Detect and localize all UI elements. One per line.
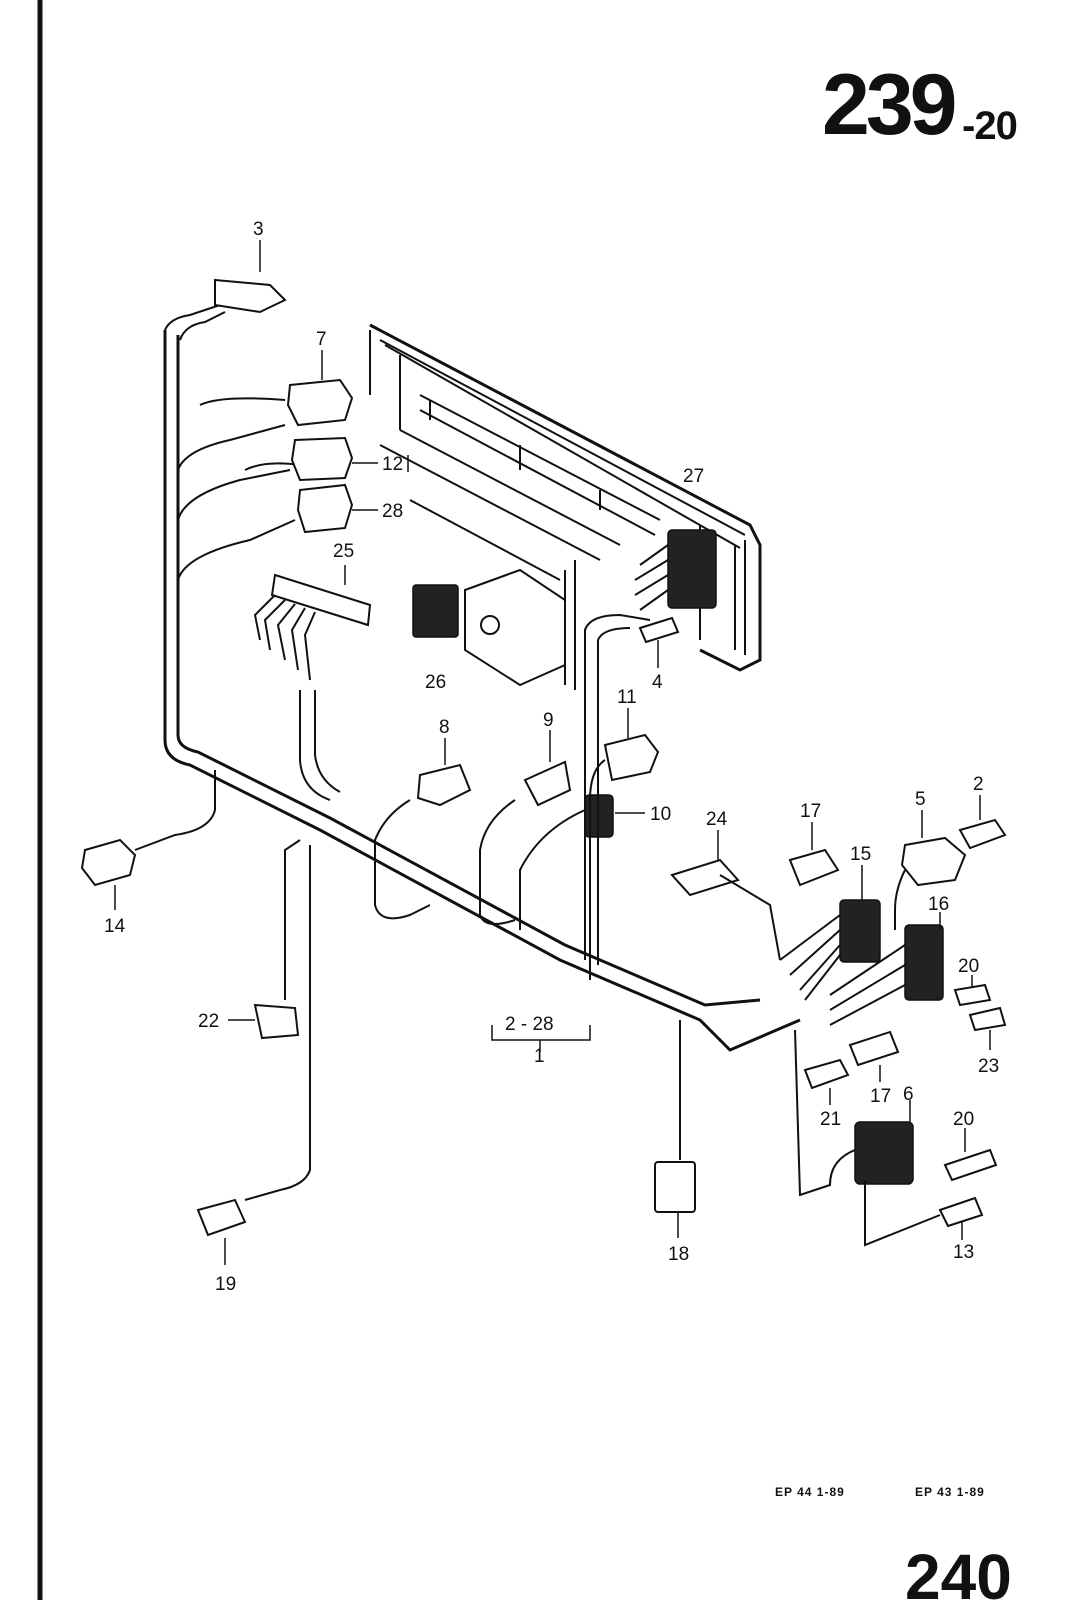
left-branches <box>177 397 341 801</box>
callout-22: 22 <box>198 1011 219 1032</box>
callout-9: 9 <box>543 710 554 731</box>
callout-20-top: 20 <box>958 956 979 977</box>
control-unit-26 <box>412 568 566 687</box>
callout-3: 3 <box>253 219 264 240</box>
corner-page-fragment: 240 <box>905 1541 1012 1613</box>
connector-16 <box>829 912 944 1026</box>
callout-range: 2 - 28 <box>505 1014 554 1035</box>
callout-20-bottom: 20 <box>953 1109 974 1130</box>
callout-19: 19 <box>215 1274 236 1295</box>
footer-code-ep44: EP 44 1-89 <box>775 1485 845 1499</box>
footer-code-ep43: EP 43 1-89 <box>915 1485 985 1499</box>
group-number: 239 <box>822 57 957 153</box>
callout-24: 24 <box>706 809 728 830</box>
callout-27: 27 <box>683 466 704 487</box>
callout-16: 16 <box>928 894 949 915</box>
connector-17-top <box>788 822 840 887</box>
connector-14 <box>80 770 216 910</box>
terminal-20-bottom <box>943 1128 998 1182</box>
callout-2: 2 <box>973 774 984 795</box>
terminal-21 <box>803 1058 850 1105</box>
connector-8 <box>374 738 472 920</box>
range-bracket <box>491 1025 591 1052</box>
connector-28 <box>296 483 378 534</box>
connector-12 <box>290 436 378 482</box>
callout-17-bottom: 17 <box>870 1086 891 1107</box>
callout-6: 6 <box>903 1084 914 1105</box>
callout-21: 21 <box>820 1109 841 1130</box>
connector-7 <box>286 350 354 427</box>
callout-5: 5 <box>915 789 926 810</box>
callout-11: 11 <box>617 687 637 708</box>
connector-6 <box>794 1029 914 1197</box>
callout-14: 14 <box>104 916 126 937</box>
callout-8: 8 <box>439 717 450 738</box>
callout-25: 25 <box>333 541 354 562</box>
terminal-23 <box>968 1006 1007 1050</box>
connector-15 <box>779 865 881 1001</box>
callout-10: 10 <box>650 804 671 825</box>
callout-12: 12 <box>382 454 403 475</box>
callout-26: 26 <box>425 672 446 693</box>
connector-18 <box>654 1020 696 1238</box>
callout-28: 28 <box>382 501 403 522</box>
callout-15: 15 <box>850 844 871 865</box>
connector-5 <box>894 810 967 930</box>
callout-1: 1 <box>534 1046 545 1067</box>
panel-branch <box>584 613 651 965</box>
callout-4: 4 <box>652 672 663 693</box>
connector-24 <box>670 830 781 961</box>
terminal-20-top <box>953 975 992 1007</box>
callout-18: 18 <box>668 1244 689 1265</box>
connector-17-bottom <box>848 1030 900 1082</box>
down-branch-22-19 <box>196 839 311 1265</box>
connector-3 <box>214 240 287 314</box>
callout-23: 23 <box>978 1056 999 1077</box>
callout-13: 13 <box>953 1242 974 1263</box>
bulb-4 <box>638 616 680 668</box>
main-harness-trunk <box>163 304 801 1052</box>
callout-7: 7 <box>316 329 327 350</box>
connector-25 <box>253 565 372 681</box>
terminal-13 <box>864 1180 984 1247</box>
connector-11 <box>589 708 660 980</box>
sub-number: -20 <box>962 104 1018 148</box>
connector-10 <box>519 794 645 930</box>
terminal-2 <box>958 795 1007 850</box>
connector-9 <box>479 730 572 925</box>
connector-27 <box>634 529 717 611</box>
callout-17-top: 17 <box>800 801 821 822</box>
